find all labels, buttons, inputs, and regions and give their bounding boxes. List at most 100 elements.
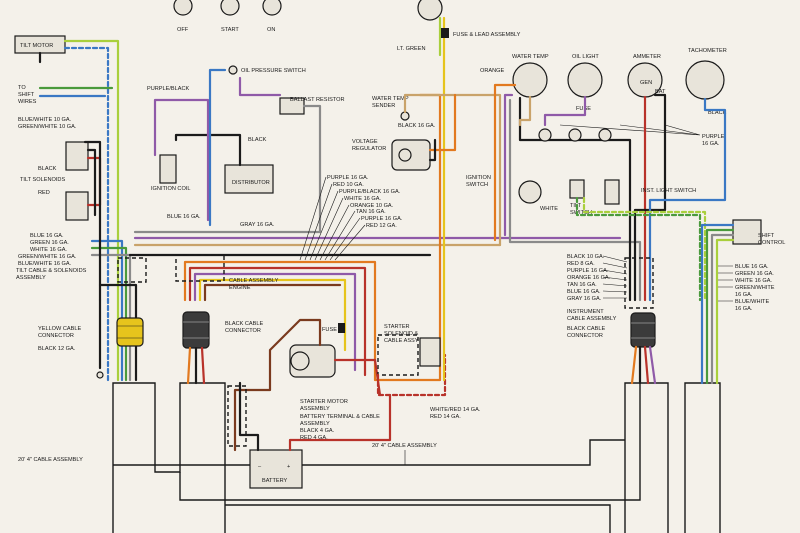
cable-housings (112, 382, 721, 533)
wire-green-white-10: GREEN/WHITE 10 GA. (18, 124, 77, 130)
gauge-tachometer-label: TACHOMETER (688, 48, 727, 54)
wire-black-dash: BLACK (708, 110, 727, 116)
wire-purple-black-16: PURPLE/BLACK 16 GA. (339, 189, 401, 195)
instrument-cable-box (624, 257, 654, 309)
starter-solenoid-box (377, 334, 419, 376)
wire-blue-white-16-left: BLUE/WHITE 16 GA. (18, 261, 72, 267)
wire-black-coil: BLACK (248, 137, 267, 143)
wire-purple-16-inst: PURPLE 16 GA. (567, 268, 609, 274)
gauge-oil-light-label: OIL LIGHT (572, 54, 599, 60)
water-temp-sender (400, 111, 410, 121)
black-cable-connector-dash (630, 312, 656, 348)
wire-red-12: RED 12 GA. (366, 223, 397, 229)
wire-blue-16-engine: BLUE 16 GA. (167, 214, 201, 220)
cable-20-left-label: 20' 4" CABLE ASSEMBLY (18, 457, 83, 463)
battery (249, 449, 303, 489)
wire-green-16-left: GREEN 16 GA. (30, 240, 69, 246)
fuse-lead-label: FUSE & LEAD ASSEMBLY (453, 32, 521, 38)
yellow-cable-connector (116, 317, 144, 347)
wire-red-8-inst: RED 8 GA. (567, 261, 595, 267)
dash-fuse-a (538, 128, 552, 142)
shift-control (732, 219, 762, 245)
wire-blue-16-shift: BLUE 16 GA. (735, 264, 769, 270)
oil-pressure-switch (228, 65, 238, 75)
battery-cable-box (227, 385, 247, 447)
fuse-lead-top (417, 0, 443, 21)
ignition-coil (159, 154, 177, 184)
wire-orange-16-inst: ORANGE 16 GA. (567, 275, 611, 281)
fuse-engine-label: FUSE (322, 327, 337, 333)
inst-light-label: INST. LIGHT SWITCH (641, 188, 696, 194)
wire-red-14: RED 14 GA. (430, 414, 461, 420)
wire-white-red-14: WHITE/RED 14 GA. (430, 407, 481, 413)
oil-pressure-label: OIL PRESSURE SWITCH (241, 68, 306, 74)
ignition-switch (518, 180, 542, 204)
wire-blue-16-left: BLUE 16 GA. (30, 233, 64, 239)
wire-orange-dash: ORANGE (480, 68, 505, 74)
starter-motor (289, 344, 336, 378)
tilt-wire-red: RED (38, 190, 50, 196)
black-cable-connector-engine (182, 311, 210, 349)
wire-black-10-inst: BLACK 10 GA. (567, 254, 605, 260)
fuse-dash-label: FUSE (576, 106, 591, 112)
dash-fuse-b (568, 128, 582, 142)
inst-light-switch (604, 179, 620, 205)
ammeter-bat-label: BAT (655, 89, 666, 95)
wire-tan-16: TAN 16 GA. (356, 209, 386, 215)
engine-wire-fan: PURPLE 16 GA. RED 10 GA. PURPLE/BLACK 16… (299, 175, 403, 261)
battery-label: BATTERY (262, 478, 288, 484)
battery-plus: + (287, 464, 290, 470)
wire-purple-16-a: PURPLE 16 GA. (327, 175, 369, 181)
voltage-regulator (391, 139, 431, 171)
cable-20-mid-label: 20' 4" CABLE ASSEMBLY (372, 443, 437, 449)
switch-off-label: OFF (177, 27, 189, 33)
switch-on-label: ON (267, 27, 275, 33)
distributor-label: DISTRIBUTOR (232, 180, 270, 186)
tilt-cable-box (117, 257, 147, 283)
wire-green-white-16-left: GREEN/WHITE 16 GA. (18, 254, 77, 260)
wire-orange-10: ORANGE 10 GA. (350, 203, 394, 209)
wire-purple-16-b: PURPLE 16 GA. (361, 216, 403, 222)
wire-red-4: RED 4 GA. (300, 435, 328, 441)
ignition-switch-positions: OFF START ON (173, 0, 282, 33)
wire-white-16-shift: WHITE 16 GA. (735, 278, 772, 284)
wire-tan-16-inst: TAN 16 GA. (567, 282, 597, 288)
wire-red-10: RED 10 GA. (333, 182, 364, 188)
dash-fuse-c (598, 128, 612, 142)
wire-blue-white-10: BLUE/WHITE 10 GA. (18, 117, 72, 123)
fuse-lead (441, 28, 449, 38)
wire-black-16-reg: BLACK 16 GA. (398, 123, 436, 129)
switch-start-label: START (221, 27, 239, 33)
tilt-motor-label: TILT MOTOR (20, 43, 53, 49)
wire-black-4: BLACK 4 GA. (300, 428, 335, 434)
gauge-ammeter-label: AMMETER (633, 54, 661, 60)
gauge-water-temp-label: WATER TEMP (512, 54, 549, 60)
distributor (224, 164, 274, 194)
wire-white-dash: WHITE (540, 206, 558, 212)
tilt-solenoids-label: TILT SOLENOIDS (20, 177, 65, 183)
tilt-switch (569, 179, 585, 199)
wire-gray-16-inst: GRAY 16 GA. (567, 296, 602, 302)
ignition-coil-label: IGNITION COIL (151, 186, 190, 192)
wire-black-12: BLACK 12 GA. (38, 346, 76, 352)
starter-solenoid (419, 337, 441, 367)
wire-green-16-shift: GREEN 16 GA. (735, 271, 774, 277)
fuse-engine (338, 323, 345, 333)
